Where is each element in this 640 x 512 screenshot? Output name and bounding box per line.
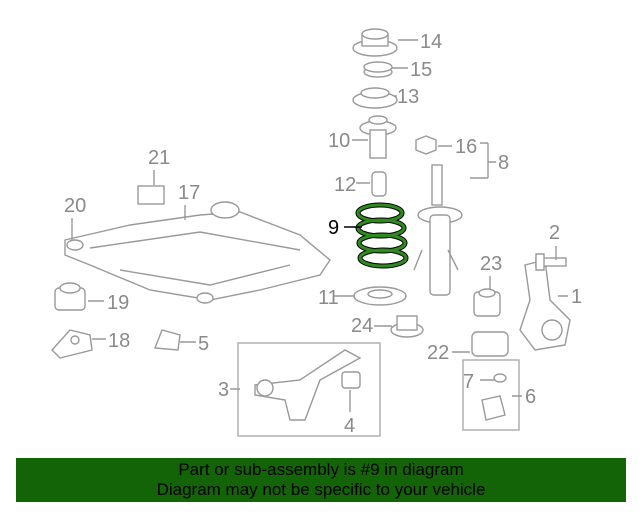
callout-10[interactable]: 10	[328, 130, 350, 152]
callout-11[interactable]: 11	[318, 287, 339, 309]
part-2-bolt[interactable]	[535, 253, 567, 271]
part-5-bracket[interactable]	[154, 329, 181, 351]
callout-9[interactable]: 9	[328, 217, 339, 239]
callout-23[interactable]: 23	[480, 253, 502, 275]
callout-7[interactable]: 7	[463, 371, 474, 393]
part-11-lower-seat[interactable]	[353, 286, 407, 306]
callout-24[interactable]: 24	[351, 315, 373, 337]
info-banner: Part or sub-assembly is #9 in diagram Di…	[16, 458, 626, 502]
callout-19[interactable]: 19	[107, 292, 129, 314]
part-10-insulator[interactable]	[359, 115, 397, 159]
banner-part-text: Part or sub-assembly is #9 in diagram	[178, 460, 464, 479]
callout-4[interactable]: 4	[344, 415, 355, 437]
part-6-ball-joint[interactable]	[481, 373, 507, 421]
part-9-coil-spring[interactable]	[355, 202, 409, 269]
callout-20[interactable]: 20	[64, 195, 86, 217]
callout-1[interactable]: 1	[571, 286, 582, 308]
part-1-knuckle[interactable]	[519, 259, 571, 351]
part-16-nut[interactable]	[415, 135, 437, 155]
part-21-bracket[interactable]	[137, 185, 165, 205]
callout-3[interactable]: 3	[218, 379, 229, 401]
part-24-mount[interactable]	[390, 315, 424, 338]
callout-22[interactable]: 22	[427, 342, 449, 364]
part-14-strut-mount[interactable]	[352, 28, 398, 57]
callout-12[interactable]: 12	[334, 174, 356, 196]
callout-8[interactable]: 8	[498, 152, 509, 174]
callout-18[interactable]: 18	[108, 330, 130, 352]
part-13-spring-seat[interactable]	[352, 87, 398, 109]
callout-5[interactable]: 5	[198, 333, 209, 355]
callout-14[interactable]: 14	[420, 31, 442, 53]
banner-disclaimer-text: Diagram may not be specific to your vehi…	[156, 480, 486, 499]
part-15-bearing[interactable]	[363, 61, 393, 78]
part-8-strut[interactable]	[413, 164, 463, 296]
part-3-control-arm[interactable]	[254, 349, 362, 421]
callout-16[interactable]: 16	[455, 136, 477, 158]
callout-21[interactable]: 21	[148, 147, 170, 169]
part-12-bumper[interactable]	[371, 171, 387, 197]
callout-17[interactable]: 17	[178, 182, 200, 204]
part-22-mount[interactable]	[471, 331, 509, 357]
callout-2[interactable]: 2	[549, 222, 560, 244]
part-23-mount[interactable]	[473, 288, 501, 317]
callout-15[interactable]: 15	[410, 59, 432, 81]
callout-6[interactable]: 6	[525, 386, 536, 408]
callout-13[interactable]: 13	[397, 86, 419, 108]
part-18-mount[interactable]	[51, 329, 93, 359]
part-19-mount[interactable]	[54, 282, 86, 311]
part-17-subframe[interactable]	[64, 201, 331, 304]
